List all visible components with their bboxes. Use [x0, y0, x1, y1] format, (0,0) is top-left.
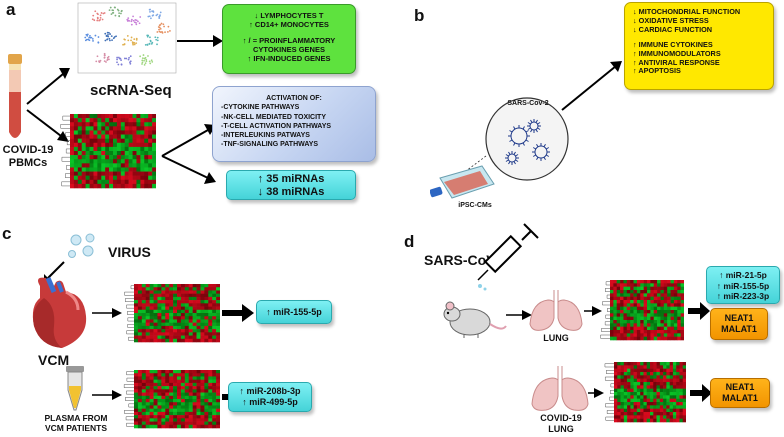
cell-culture-flask-icon [430, 155, 495, 199]
heatmap-d2 [604, 362, 686, 423]
panel-letter-d: d [404, 232, 415, 251]
thick-arrow-d1 [688, 302, 710, 320]
virus-particles-icon [68, 233, 95, 258]
panel-letter-b: b [414, 6, 425, 25]
virus-label: VIRUS [108, 244, 151, 260]
mouse-icon [443, 301, 507, 338]
heatmap-c1 [124, 284, 220, 343]
thick-arrow-d2 [690, 384, 712, 402]
sars-cov-2-circle [485, 97, 569, 181]
heatmap-a [60, 114, 156, 189]
arrows-from-tube [26, 68, 70, 142]
lung-icon-1 [529, 290, 583, 331]
arrows-heatmap-to-boxes [161, 124, 216, 184]
thick-arrow-c1 [222, 304, 254, 322]
syringe-icon [477, 223, 539, 291]
lung-label: LUNG [543, 333, 569, 343]
tsne-scatter-plot [77, 2, 177, 74]
arrow-lung1-to-heatmap [584, 306, 602, 316]
arrow-heart-to-heatmap [92, 308, 122, 318]
blood-tube-icon [8, 54, 22, 138]
covid-lung-label: COVID-19 LUNG [540, 413, 582, 434]
sars-cov-label: SARS-CoV [424, 252, 496, 268]
neat1-malat1-box-1: NEAT1 MALAT1 [710, 308, 768, 340]
arrow-mouse-to-lung [506, 310, 532, 320]
eppendorf-tube-icon [66, 366, 84, 411]
arrow-tsne-to-green [177, 35, 223, 47]
vcm-label: VCM [38, 352, 70, 368]
arrow-lung2-to-heatmap [588, 388, 604, 398]
cardiac-effects-box: ↓ MITOCHONDRIAL FUNCTION ↓ OXIDATIVE STR… [624, 2, 774, 90]
lung-icon-2 [531, 366, 589, 411]
neat1-malat1-box-2: NEAT1 MALAT1 [710, 378, 770, 408]
heatmap-d1 [600, 280, 684, 341]
mirna-lung-box: ↑ miR-21-5p ↑ miR-155-5p ↑ miR-223-3p [706, 266, 780, 304]
scrna-seq-label: scRNA-Seq [90, 82, 172, 99]
heatmap-c2 [123, 370, 220, 429]
green-findings-box: ↓ LYMPHOCYTES T ↑ CD14+ MONOCYTES ↑ / = … [222, 4, 356, 74]
mirna-count-box: ↑ 35 miRNAs ↓ 38 miRNAs [226, 170, 356, 200]
mir-208b-499-box: ↑ miR-208b-3p ↑ miR-499-5p [228, 382, 312, 412]
plasma-vcm-label: PLASMA FROM VCM PATIENTS [44, 413, 108, 433]
heart-icon [32, 277, 87, 348]
panel-letter-c: c [2, 224, 12, 243]
ipsc-cms-label: iPSC-CMs [458, 202, 492, 209]
activation-pathways-box: ACTIVATION OF: -CYTOKINE PATHWAYS -NK-CE… [212, 86, 376, 162]
arrow-plasma-to-heatmap [92, 390, 122, 400]
sars-cov-2-label: SARS-Cov-2 [507, 100, 549, 107]
panel-letter-a: a [6, 0, 16, 19]
mir-155-box: ↑ miR-155-5p [256, 300, 332, 324]
covid-pbmcs-label: COVID-19 PBMCs [2, 144, 54, 169]
arrow-to-yellow-box [561, 61, 622, 111]
